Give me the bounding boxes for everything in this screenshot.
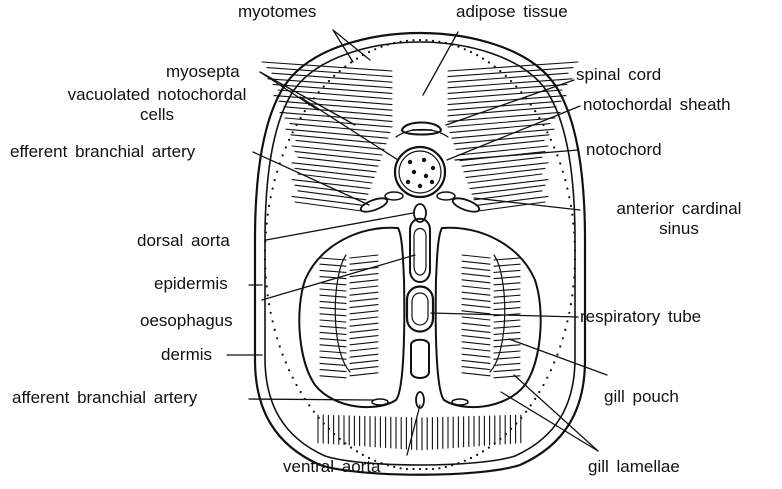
- label-myosepta: myosepta: [166, 63, 240, 81]
- label-vacuolated-notochordal-cells-line1: vacuolated notochordal: [14, 86, 300, 104]
- label-adipose-tissue: adipose tissue: [456, 3, 568, 21]
- label-anterior-cardinal-sinus-line1: anterior cardinal: [584, 200, 774, 218]
- label-respiratory-tube: respiratory tube: [580, 308, 701, 326]
- label-oesophagus: oesophagus: [140, 312, 233, 330]
- label-epidermis: epidermis: [154, 275, 228, 293]
- vacuolated-notochordal-cells: [406, 158, 435, 188]
- label-afferent-branchial-artery: afferent branchial artery: [12, 389, 197, 407]
- label-efferent-branchial-artery: efferent branchial artery: [10, 143, 195, 161]
- label-spinal-cord: spinal cord: [576, 66, 661, 84]
- label-gill-pouch: gill pouch: [604, 388, 679, 406]
- label-myotomes: myotomes: [238, 3, 316, 21]
- myotomes-right: [448, 62, 578, 211]
- efferent-branchial-artery-shape: [359, 196, 389, 215]
- label-dorsal-aorta: dorsal aorta: [137, 232, 230, 250]
- notochordal-sheath-shape: [395, 147, 445, 197]
- label-vacuolated-notochordal-cells-line2: cells: [14, 106, 300, 124]
- gill-lamellae-right: [462, 255, 520, 378]
- label-notochord: notochord: [586, 141, 662, 159]
- spinal-cord-shape: [402, 123, 441, 135]
- gill-pouch-left: [299, 228, 404, 407]
- label-gill-lamellae: gill lamellae: [588, 458, 680, 476]
- gill-pouch-right: [436, 228, 541, 407]
- label-anterior-cardinal-sinus-line2: sinus: [584, 220, 774, 238]
- label-ventral-aorta: ventral aorta: [283, 458, 381, 476]
- anterior-cardinal-sinus-shape: [437, 192, 455, 200]
- label-notochordal-sheath: notochordal sheath: [583, 96, 731, 114]
- afferent-branchial-artery-shape: [372, 399, 388, 405]
- label-dermis: dermis: [161, 346, 212, 364]
- ventral-muscle-stripes: [318, 415, 521, 450]
- gill-lamellae-left: [320, 255, 378, 378]
